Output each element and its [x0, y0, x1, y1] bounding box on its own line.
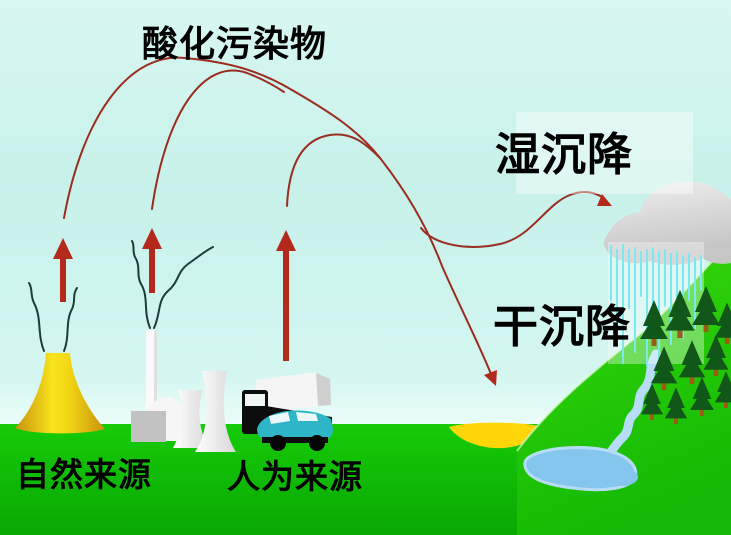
emission-arc-icon [63, 56, 606, 380]
dry-deposition-arrowhead-icon [484, 370, 497, 386]
cloud-puff [700, 245, 731, 264]
car-wheel [309, 435, 325, 451]
wet-deposition-arrowhead-icon [597, 194, 612, 206]
arc-vehicle [286, 133, 381, 207]
car-wheel [270, 435, 286, 451]
truck-box-side [314, 372, 331, 406]
cloud-icon [604, 181, 731, 265]
wet-deposition-highlight-box [516, 112, 693, 194]
tree-icon [664, 387, 688, 424]
truck-window [245, 394, 265, 406]
label-dry-deposition: 干沉降 [493, 301, 632, 352]
cooling-tower-icon [195, 371, 236, 452]
forest [640, 286, 731, 424]
pond-lobe [606, 468, 638, 486]
cooling-tower-icon [173, 390, 209, 448]
tree-icon [703, 334, 729, 376]
truck-box-front [256, 372, 318, 414]
car-windshield [269, 412, 290, 424]
tree-icon [692, 286, 720, 332]
tree-icon [640, 383, 664, 420]
up-arrow-icon [142, 228, 162, 293]
chimney-icon [146, 330, 157, 410]
tree-icon [665, 289, 695, 338]
volcano-icon [15, 353, 105, 434]
factory-icon [131, 240, 236, 452]
tree-icon [640, 300, 668, 346]
yellow-patch-icon [449, 422, 546, 449]
label-manmade-source: 人为来源 [227, 458, 363, 495]
up-arrow-icon [53, 238, 73, 302]
car-icon [257, 410, 333, 451]
stream-icon [605, 349, 661, 458]
car-sill [262, 437, 328, 443]
smoke-icon [131, 240, 214, 329]
up-arrow-icons [53, 228, 296, 361]
wet-deposition-arrow-icon [420, 191, 606, 248]
factory-block [131, 411, 166, 442]
tree-icon [690, 376, 714, 416]
arc-chimney [151, 69, 285, 210]
arc-volcano-to-dry-deposition [63, 56, 494, 380]
tree-icon [714, 371, 731, 408]
smoke-icon [28, 282, 78, 352]
rain-icon [608, 242, 704, 367]
tree-icon [678, 340, 706, 384]
chimney-shade [154, 330, 157, 410]
label-acid-pollutants: 酸化污染物 [142, 23, 328, 64]
tree-icon [714, 302, 731, 344]
label-natural-source: 自然来源 [16, 456, 152, 493]
tree-icon [650, 346, 678, 390]
label-wet-deposition: 湿沉降 [495, 129, 634, 180]
car-rear-window [296, 412, 318, 421]
up-arrow-icon [276, 230, 296, 361]
